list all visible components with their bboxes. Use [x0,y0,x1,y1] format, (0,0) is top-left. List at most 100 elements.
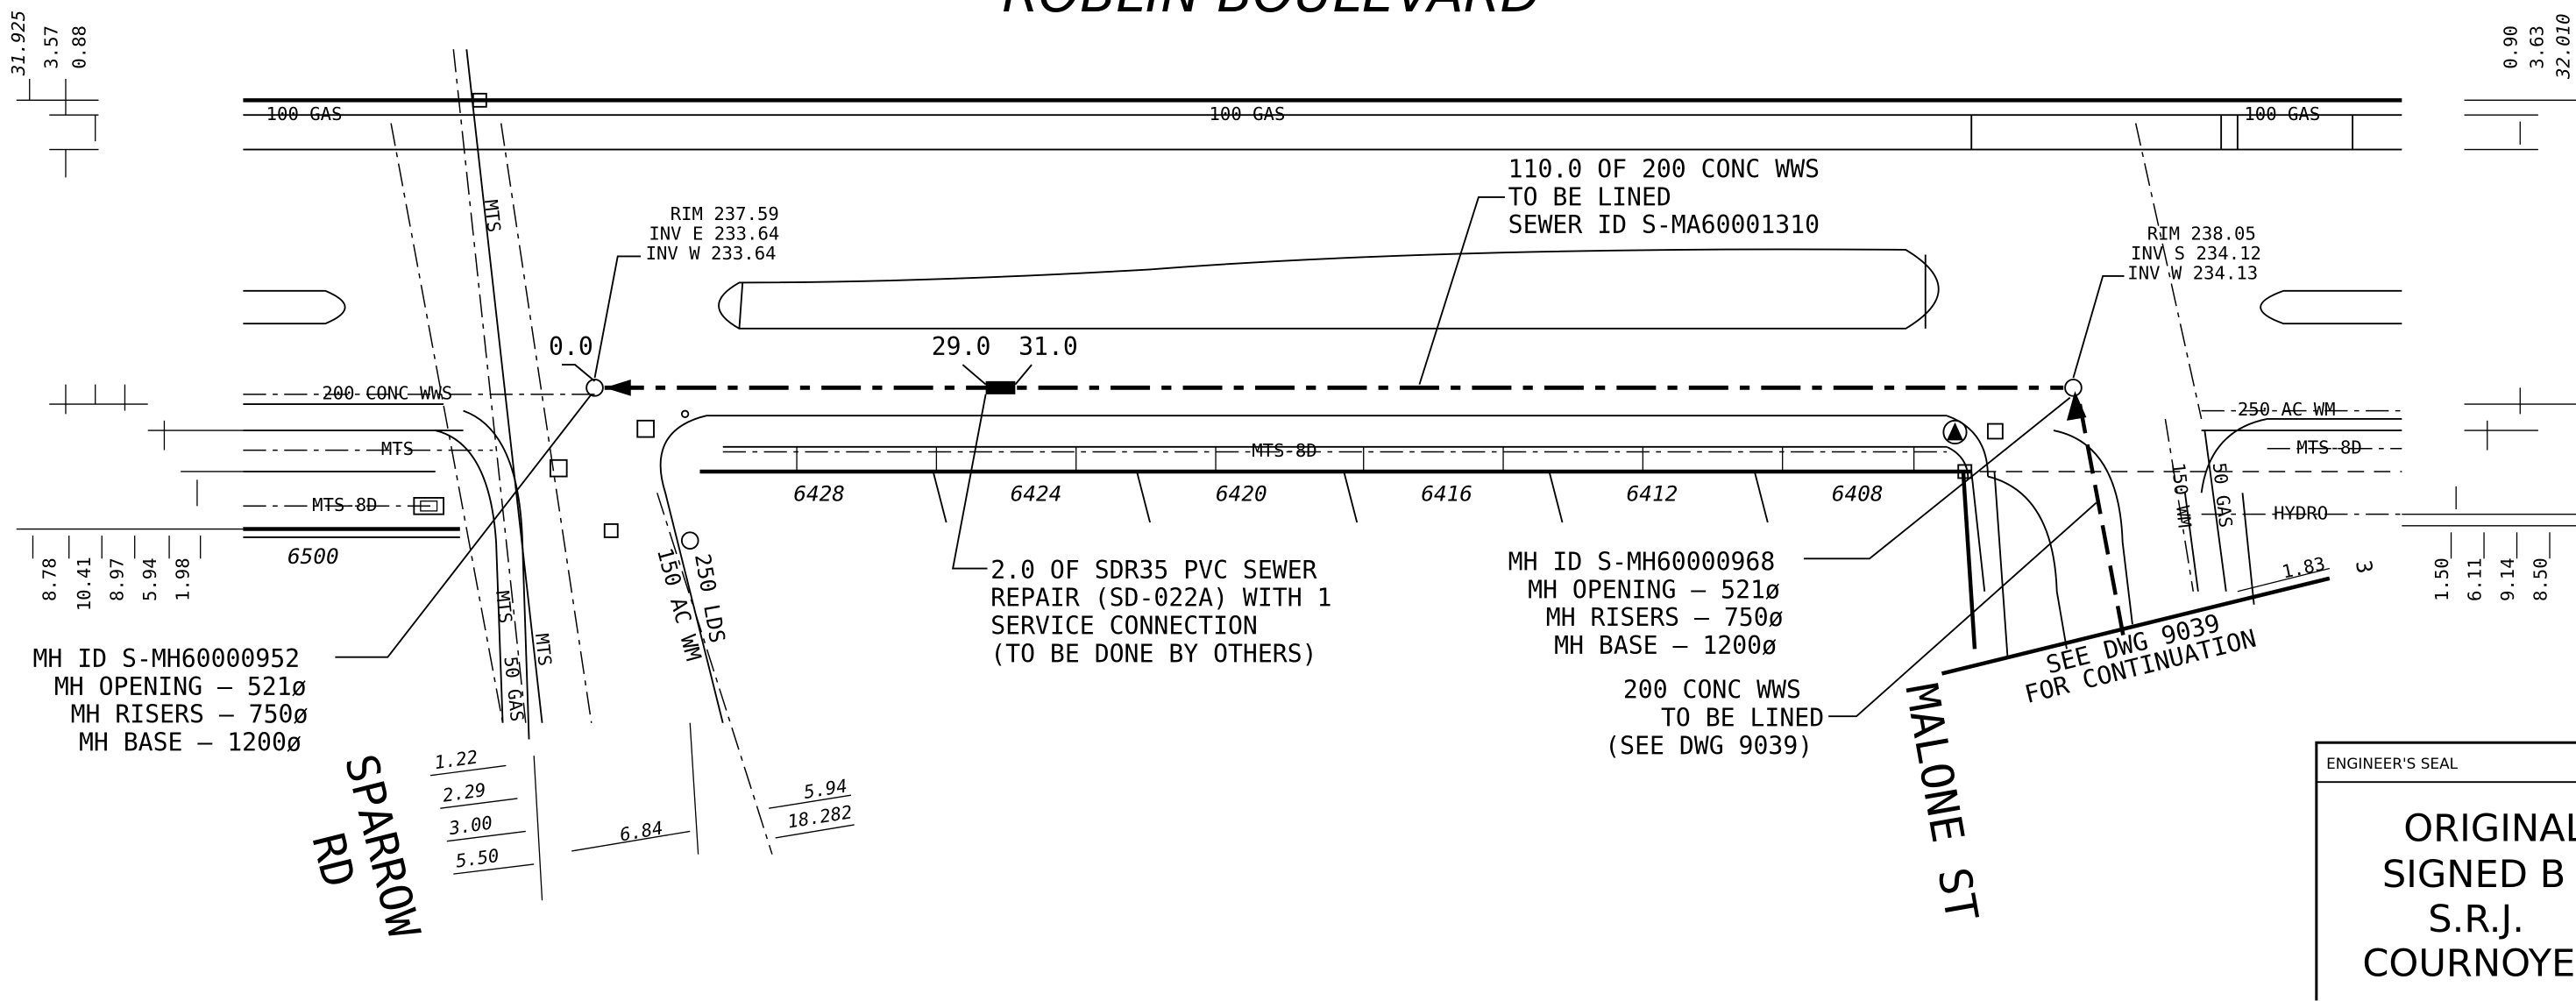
dim-bottom-122: 1.22 [433,746,479,773]
gas-main-label-mid: 100 GAS [1210,103,1286,124]
dim-left-198: 1.98 [173,557,194,601]
dim-left-897: 8.97 [107,557,128,601]
street-name-roblin: ROBLIN BOULEVARD [1002,0,1540,25]
mts-label: MTS [381,438,414,459]
mh-west-info-leader [593,255,642,379]
dim-left-357: 3.57 [41,25,62,69]
lot-number-6416: 6416 [1421,481,1473,507]
dim-183: 1.83 [2280,553,2327,583]
manhole-east [2064,379,2083,397]
dim-right-090: 0.90 [2501,25,2522,69]
repair-callout-line2: REPAIR (SD-022A) WITH 1 [990,584,1331,613]
roblin-road-edges [243,98,2402,151]
dim-left-594: 5.94 [139,557,160,601]
hydro-label: HYDRO [2274,502,2328,523]
lot-number-6424: 6424 [1011,481,1062,507]
conc-wws-label: 200 CONC WWS [322,382,452,403]
mh-west-rim: RIM 237.59 [671,203,779,224]
mh-east-risers: MH RISERS – 750ø [1546,603,1784,632]
mts-label-sparrow-b: MTS [531,633,556,668]
mh-west-id: MH ID S-MH60000952 [32,644,300,673]
dim-bottom-300: 3.00 [447,812,493,839]
ac-wm-label: 250 AC WM [2238,399,2336,420]
mh-west-base: MH BASE – 1200ø [79,728,302,757]
engineers-seal-box [2315,741,2576,1001]
dims-left-mid [16,384,244,559]
dim-right-150: 1.50 [2431,557,2452,601]
mh-east-inv-w: INV W 234.13 [2127,263,2258,284]
seal-label: ENGINEER'S SEAL [2326,755,2459,772]
dim-bottom-684: 6.84 [618,817,664,845]
dim-left-878: 8.78 [39,557,60,601]
sewer-continuation-malone [2077,403,2126,642]
gas-main-label-west: 100 GAS [266,103,343,124]
dim-right-611: 6.11 [2464,557,2485,601]
dim-right-32010: 32.010 [2553,14,2574,80]
dim-bottom-18282: 18.282 [786,801,854,832]
match-line [1941,576,2331,676]
dim-3: 3 [2351,558,2378,575]
lot-number-6408: 6408 [1832,481,1884,507]
mh-east-inv-s: INV S 234.12 [2131,243,2261,264]
lining-callout-leader [1418,195,1505,385]
continuation-callout-line1: 200 CONC WWS [1623,676,1801,705]
seal-line3: S.R.J. [2428,898,2524,941]
lot-number-6412: 6412 [1627,481,1678,507]
lining-callout-line3: SEWER ID S-MA60001310 [1508,210,1820,239]
street-name-sparrow-line2: RD [302,828,365,892]
median-west [243,289,346,325]
lower-road-edges [243,403,2402,740]
mh-west-id-leader [335,394,593,658]
seal-line1: ORIGINAL [2403,807,2576,851]
dim-bottom-229: 2.29 [441,779,486,806]
mh-west-inv-w: INV W 233.64 [646,243,777,264]
flow-arrow-east [2066,391,2087,421]
sparrow-utilities [390,49,773,855]
dim-bottom-550: 5.50 [454,845,500,872]
mts-8d-label-west: MTS-8D [312,494,377,515]
mh-west-risers: MH RISERS – 750ø [71,700,309,729]
gas-main-label-east: 100 GAS [2244,103,2320,124]
street-name-malone: MALONE ST [1895,679,1988,925]
median-east [2260,289,2402,325]
continuation-callout-leader [1828,501,2097,718]
dim-right-363: 3.63 [2527,25,2548,69]
mh-west-opening: MH OPENING – 521ø [54,672,307,701]
mts-8d-label-east: MTS-8D [2296,437,2361,458]
dim-right-914: 9.14 [2497,557,2518,601]
lot-number-6420: 6420 [1216,481,1267,507]
flow-arrow-west [604,379,631,396]
mts-8d-label-mid: MTS-8D [1252,440,1316,461]
seal-line2: SIGNED B [2382,853,2565,897]
chainage-repair-start: 29.0 [932,332,991,361]
seal-line4: COURNOYE [2362,941,2575,985]
gas-50-label-west: 50 GAS [500,656,528,723]
mh-east-rim: RIM 238.05 [2147,224,2256,245]
mh-east-info-leader [2072,274,2125,379]
dim-left-1041: 10.41 [74,557,95,611]
dims-bottom [429,722,855,901]
malone-utilities [1942,123,2227,650]
mh-east-id: MH ID S-MH60000968 [1508,547,1776,576]
manhole-west [585,379,604,397]
lining-callout-line1: 110.0 OF 200 CONC WWS [1508,154,1820,183]
repair-callout-line1: 2.0 OF SDR35 PVC SEWER [990,556,1316,585]
mh-east-opening: MH OPENING – 521ø [1528,575,1780,604]
chainage-start: 0.0 [549,332,593,361]
dim-left-31925: 31.925 [8,11,29,76]
repair-callout-line4: (TO BE DONE BY OTHERS) [990,639,1316,668]
mh-west-inv-e: INV E 233.64 [649,224,779,245]
continuation-callout-line2: TO BE LINED [1661,703,1824,732]
repair-section-marker [985,380,1016,394]
chainage-repair-end: 31.0 [1018,332,1078,361]
median-center [718,248,1940,330]
mh-east-id-leader [1804,396,2071,560]
repair-callout-leader [951,394,988,570]
continuation-callout-line3: (SEE DWG 9039) [1605,731,1813,760]
lot-number-6428: 6428 [793,481,845,507]
repair-callout-line3: SERVICE CONNECTION [990,612,1258,641]
lot-number-6500: 6500 [287,543,339,569]
mts-label-sparrow-low: MTS [492,590,516,625]
dim-left-088: 0.88 [68,25,89,69]
mh-east-base: MH BASE – 1200ø [1554,631,1777,660]
